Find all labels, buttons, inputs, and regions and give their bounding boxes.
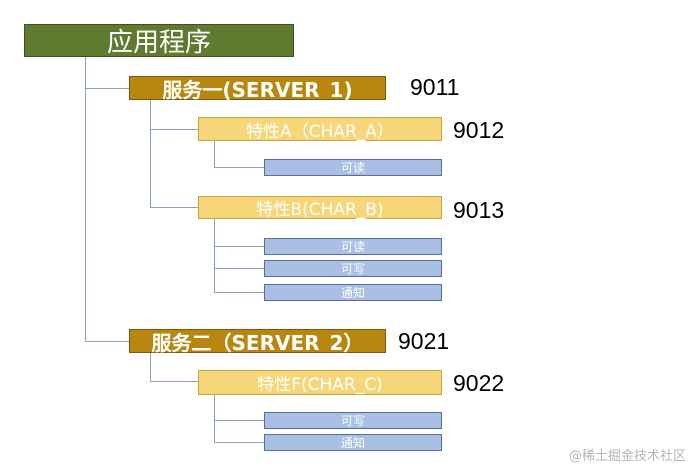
property-node: 可读 xyxy=(264,238,442,255)
property-node: 通知 xyxy=(264,284,442,301)
characteristic-id-a: 9012 xyxy=(453,117,505,143)
connector-char-b-prop1 xyxy=(214,246,264,247)
connector-char-c-trunk xyxy=(214,395,215,443)
connector-service1-char-a xyxy=(150,129,198,130)
root-node: 应用程序 xyxy=(24,24,294,58)
property-node: 通知 xyxy=(264,434,442,451)
connector-root-service1 xyxy=(85,88,129,89)
connector-service2-char-c xyxy=(150,381,198,382)
service-id-1: 9011 xyxy=(410,74,460,100)
connector-char-c-prop1 xyxy=(214,420,264,421)
connector-char-b-prop2 xyxy=(214,268,264,269)
connector-service2-trunk xyxy=(150,353,151,382)
service-id-2: 9021 xyxy=(398,328,450,354)
watermark: @稀土掘金技术社区 xyxy=(568,449,686,464)
characteristic-id-c: 9022 xyxy=(453,370,505,396)
characteristic-node-a: 特性A（CHAR_A） xyxy=(198,117,442,142)
service-node-1: 服务一(SERVER_1) xyxy=(129,76,386,102)
connector-char-b-prop3 xyxy=(214,292,264,293)
characteristic-node-c: 特性F(CHAR_C) xyxy=(198,370,442,395)
service-node-2: 服务二（SERVER_2） xyxy=(129,329,386,355)
characteristic-node-b: 特性B(CHAR_B) xyxy=(198,196,442,220)
connector-char-a-prop1 xyxy=(214,167,264,168)
connector-root-service2 xyxy=(85,341,129,342)
connector-service1-trunk xyxy=(150,100,151,208)
connector-char-a-trunk xyxy=(214,141,215,168)
property-node: 可读 xyxy=(264,159,442,176)
property-node: 可写 xyxy=(264,412,442,429)
characteristic-id-b: 9013 xyxy=(453,197,505,223)
connector-char-b-trunk xyxy=(214,219,215,293)
property-node: 可写 xyxy=(264,260,442,277)
connector-root-trunk xyxy=(85,57,86,342)
connector-char-c-prop2 xyxy=(214,442,264,443)
connector-service1-char-b xyxy=(150,207,198,208)
